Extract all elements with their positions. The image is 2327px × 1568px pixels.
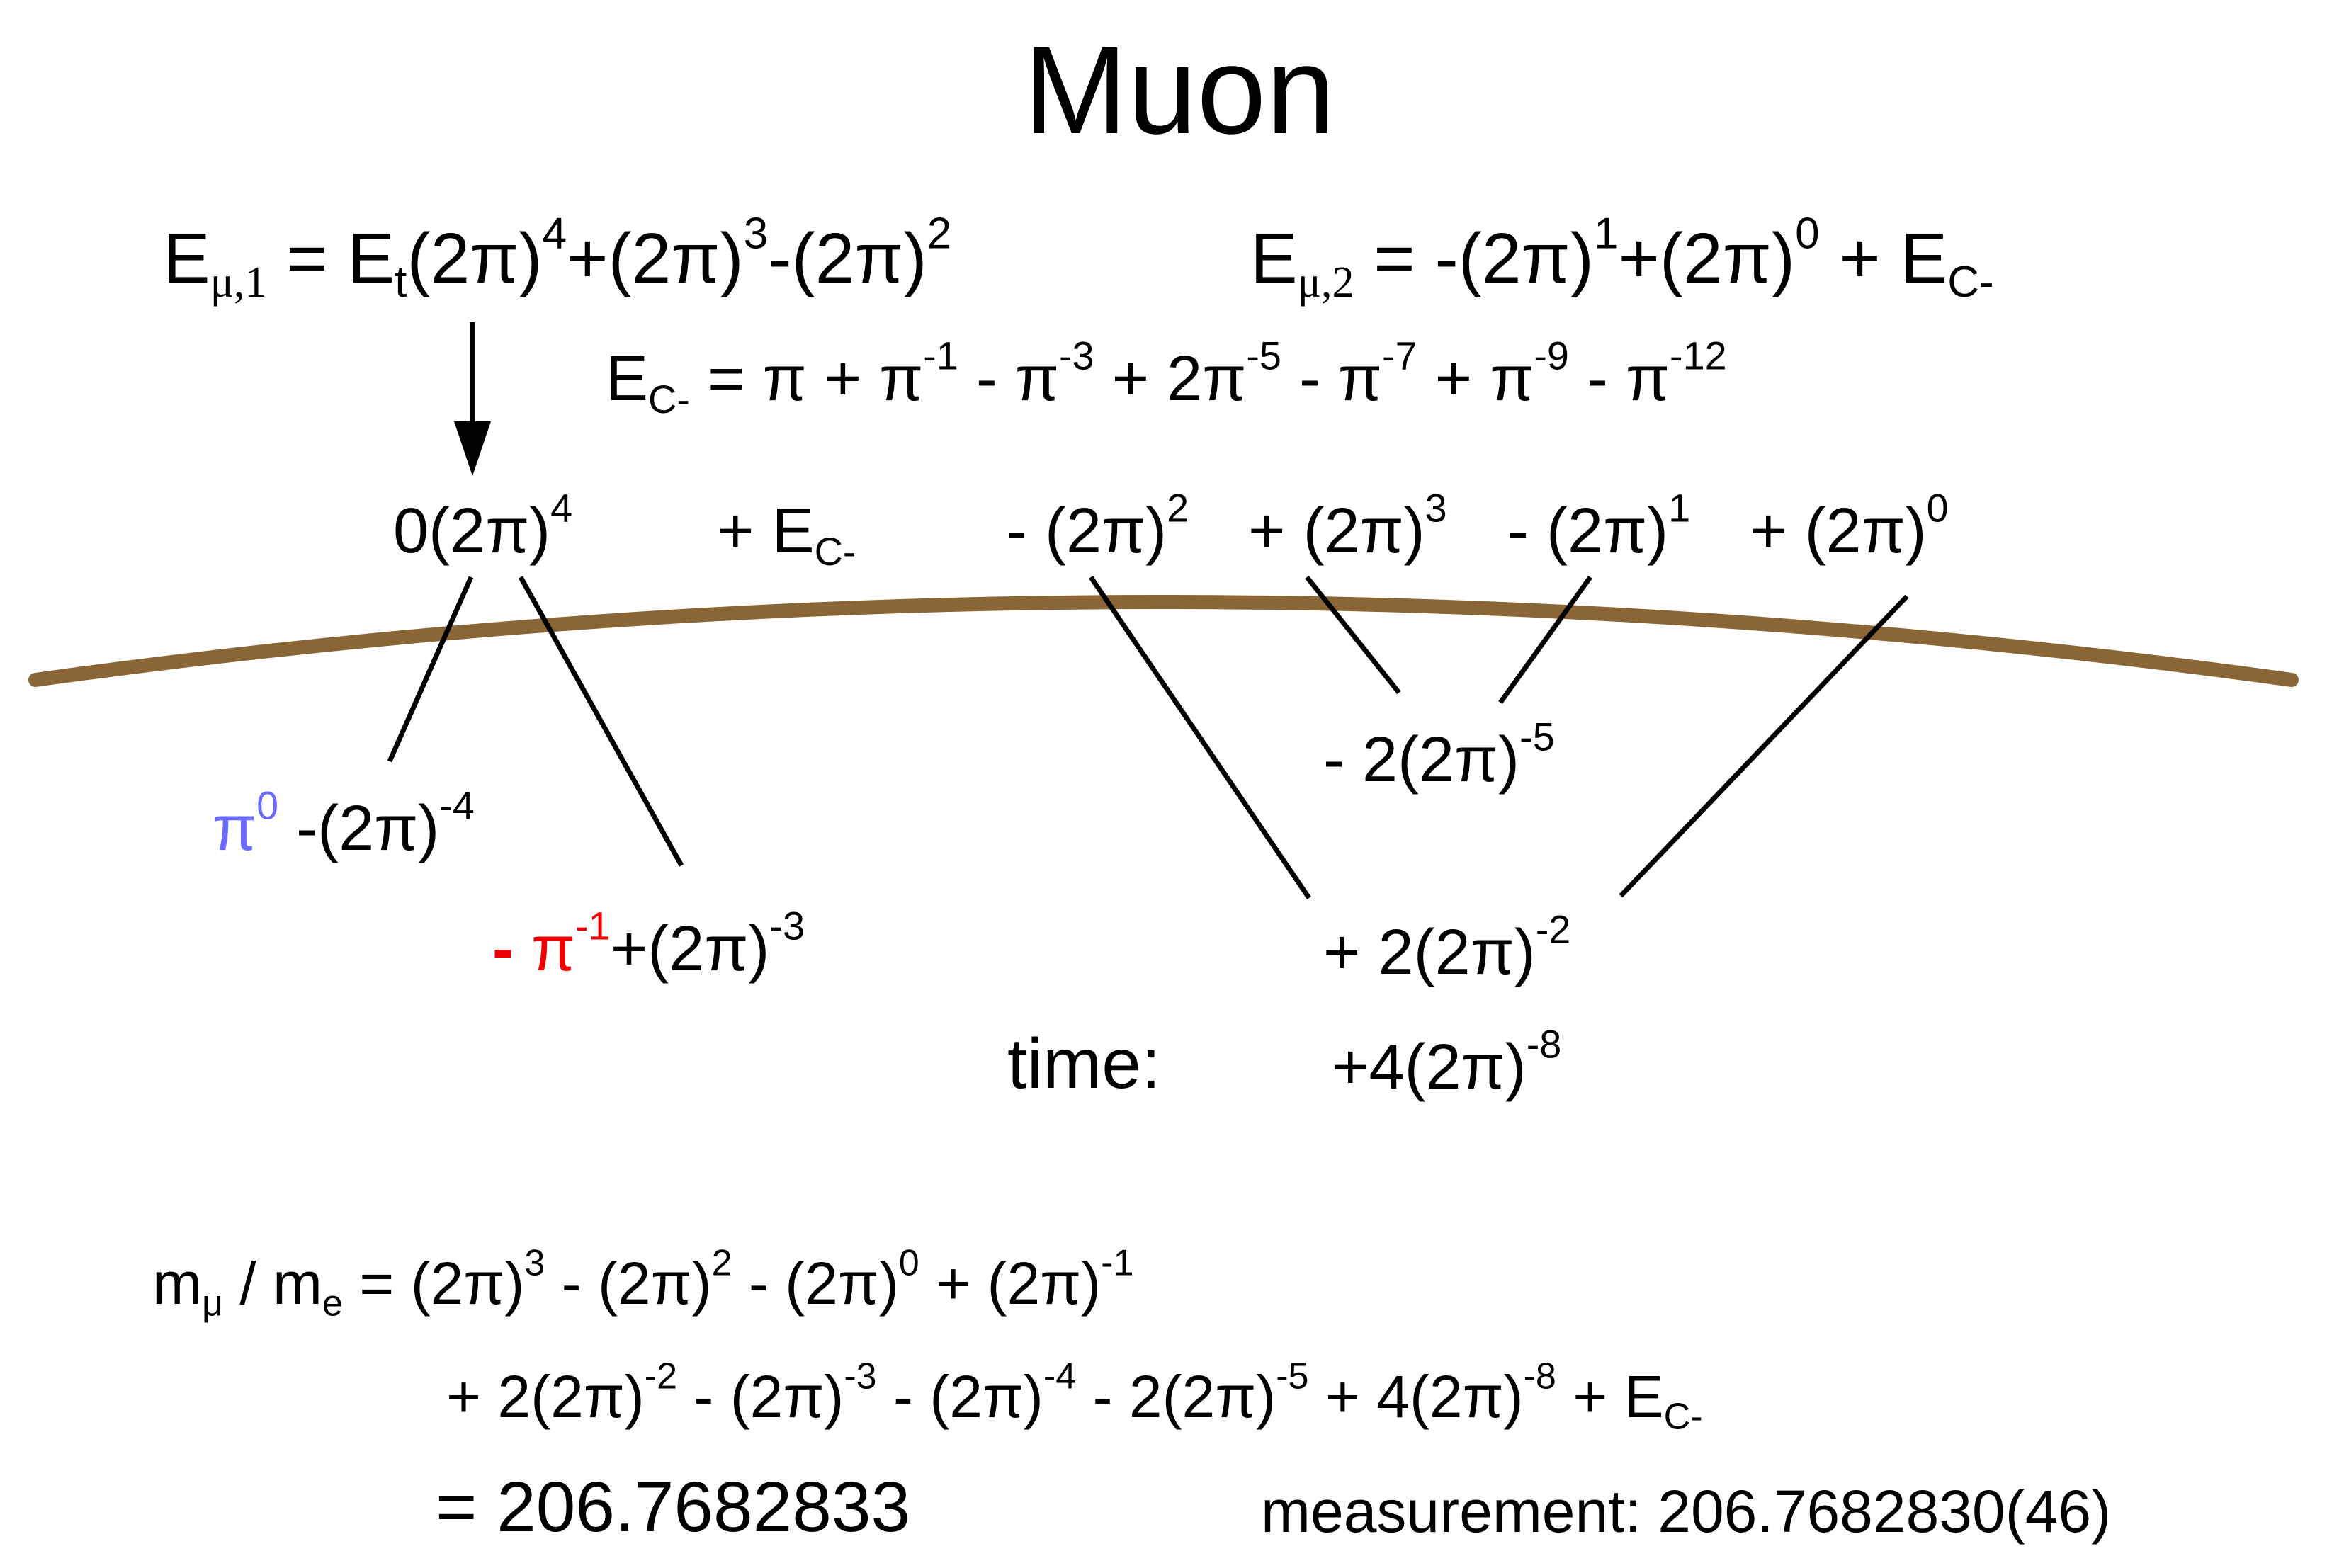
mass-ratio-value: = 206.7682833: [436, 1467, 911, 1547]
term-plus-2pi3: + (2π)3: [1248, 485, 1447, 567]
connector-2pi3-to-neg5: [1305, 575, 1401, 695]
formula-e-mu-2: Eμ,2 = -(2π)1+(2π)0 + EC-: [1250, 209, 1994, 307]
mass-ratio-line-2: + 2(2π)-2 - (2π)-3 - (2π)-4 - 2(2π)-5 + …: [446, 1356, 1703, 1438]
connector-zero-to-pi0: [387, 576, 474, 763]
pi-inverse-red-term: π-1: [513, 903, 611, 984]
down-arrow-head: [454, 421, 491, 476]
connector-2pi2-to-plus2: [1089, 576, 1311, 899]
formula-e-c-minus: EC- = π + π-1 - π-3 + 2π-5 - π-7 + π-9 -…: [606, 333, 1727, 421]
term-minus-2pi2: - (2π)2: [1006, 485, 1189, 567]
term-minus-2-2pi-neg5: - 2(2π)-5: [1323, 714, 1555, 795]
connector-2pi1-to-neg5: [1498, 575, 1592, 705]
time-label: time:: [1007, 1024, 1161, 1103]
connector-2pi0-to-plus2: [1619, 594, 1909, 898]
term-plus-2-2pi-neg2: + 2(2π)-2: [1323, 907, 1571, 988]
term-plus-2pi0: + (2π)0: [1750, 485, 1949, 567]
term-minus-2pi1: - (2π)1: [1507, 485, 1691, 567]
term-zero-2pi4: 0(2π)4: [393, 485, 573, 567]
page-title: Muon: [1024, 21, 1336, 160]
mass-ratio-line-1: mμ / me = (2π)3 - (2π)2 - (2π)0 + (2π)-1: [152, 1242, 1134, 1324]
time-term-plus-4-2pi-neg8: +4(2π)-8: [1332, 1021, 1562, 1103]
formula-e-mu-1: Eμ,1 = Et(2π)4+(2π)3-(2π)2: [163, 209, 952, 307]
term-minus-pi-inverse-plus-2pi-neg3: - π-1+(2π)-3: [492, 903, 805, 984]
measurement-value: measurement: 206.7682830(46): [1261, 1478, 2112, 1545]
connector-zero-to-pi-inverse: [518, 576, 684, 867]
earth-surface-arc: [28, 595, 2299, 687]
pi0-blue-term: π0: [213, 783, 279, 864]
term-e-c-minus: + EC-: [717, 496, 856, 574]
term-pi0-minus-2pi-neg4: π0 -(2π)-4: [213, 783, 475, 864]
